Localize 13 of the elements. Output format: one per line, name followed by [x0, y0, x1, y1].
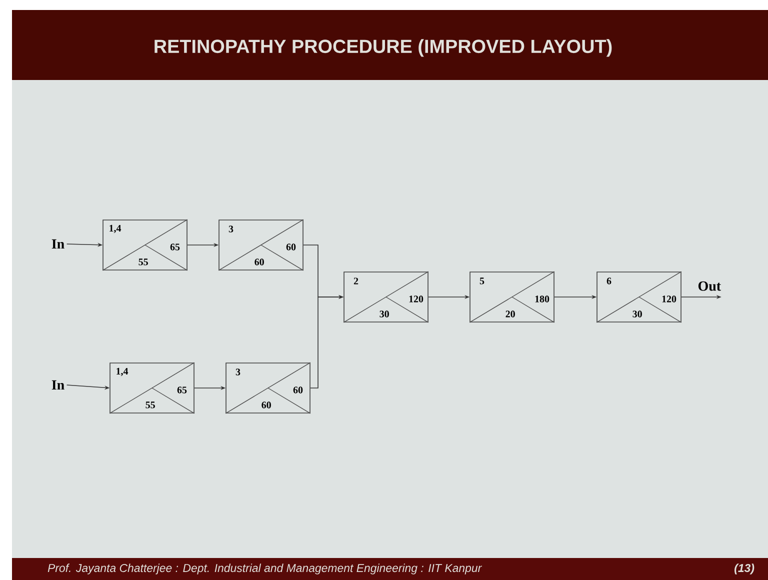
process-box: 1,4 65 55 [102, 219, 188, 271]
title-bar: RETINOPATHY PROCEDURE (IMPROVED LAYOUT) [12, 10, 768, 80]
page-number: (13) [734, 564, 754, 574]
process-box: 2 120 30 [343, 271, 429, 323]
input-label: In [52, 239, 64, 249]
process-box: 1,4 65 55 [109, 362, 195, 414]
process-box: 3 60 60 [218, 219, 304, 271]
edge-label: Out [698, 281, 721, 291]
process-box: 6 120 30 [596, 271, 682, 323]
process-box: 3 60 60 [225, 362, 311, 414]
input-label: In [52, 380, 64, 390]
process-box: 5 180 20 [469, 271, 555, 323]
footer-text: Prof. Jayanta Chatterjee : Dept. Industrial and Management Engineering : IIT Kanpur [48, 564, 482, 574]
